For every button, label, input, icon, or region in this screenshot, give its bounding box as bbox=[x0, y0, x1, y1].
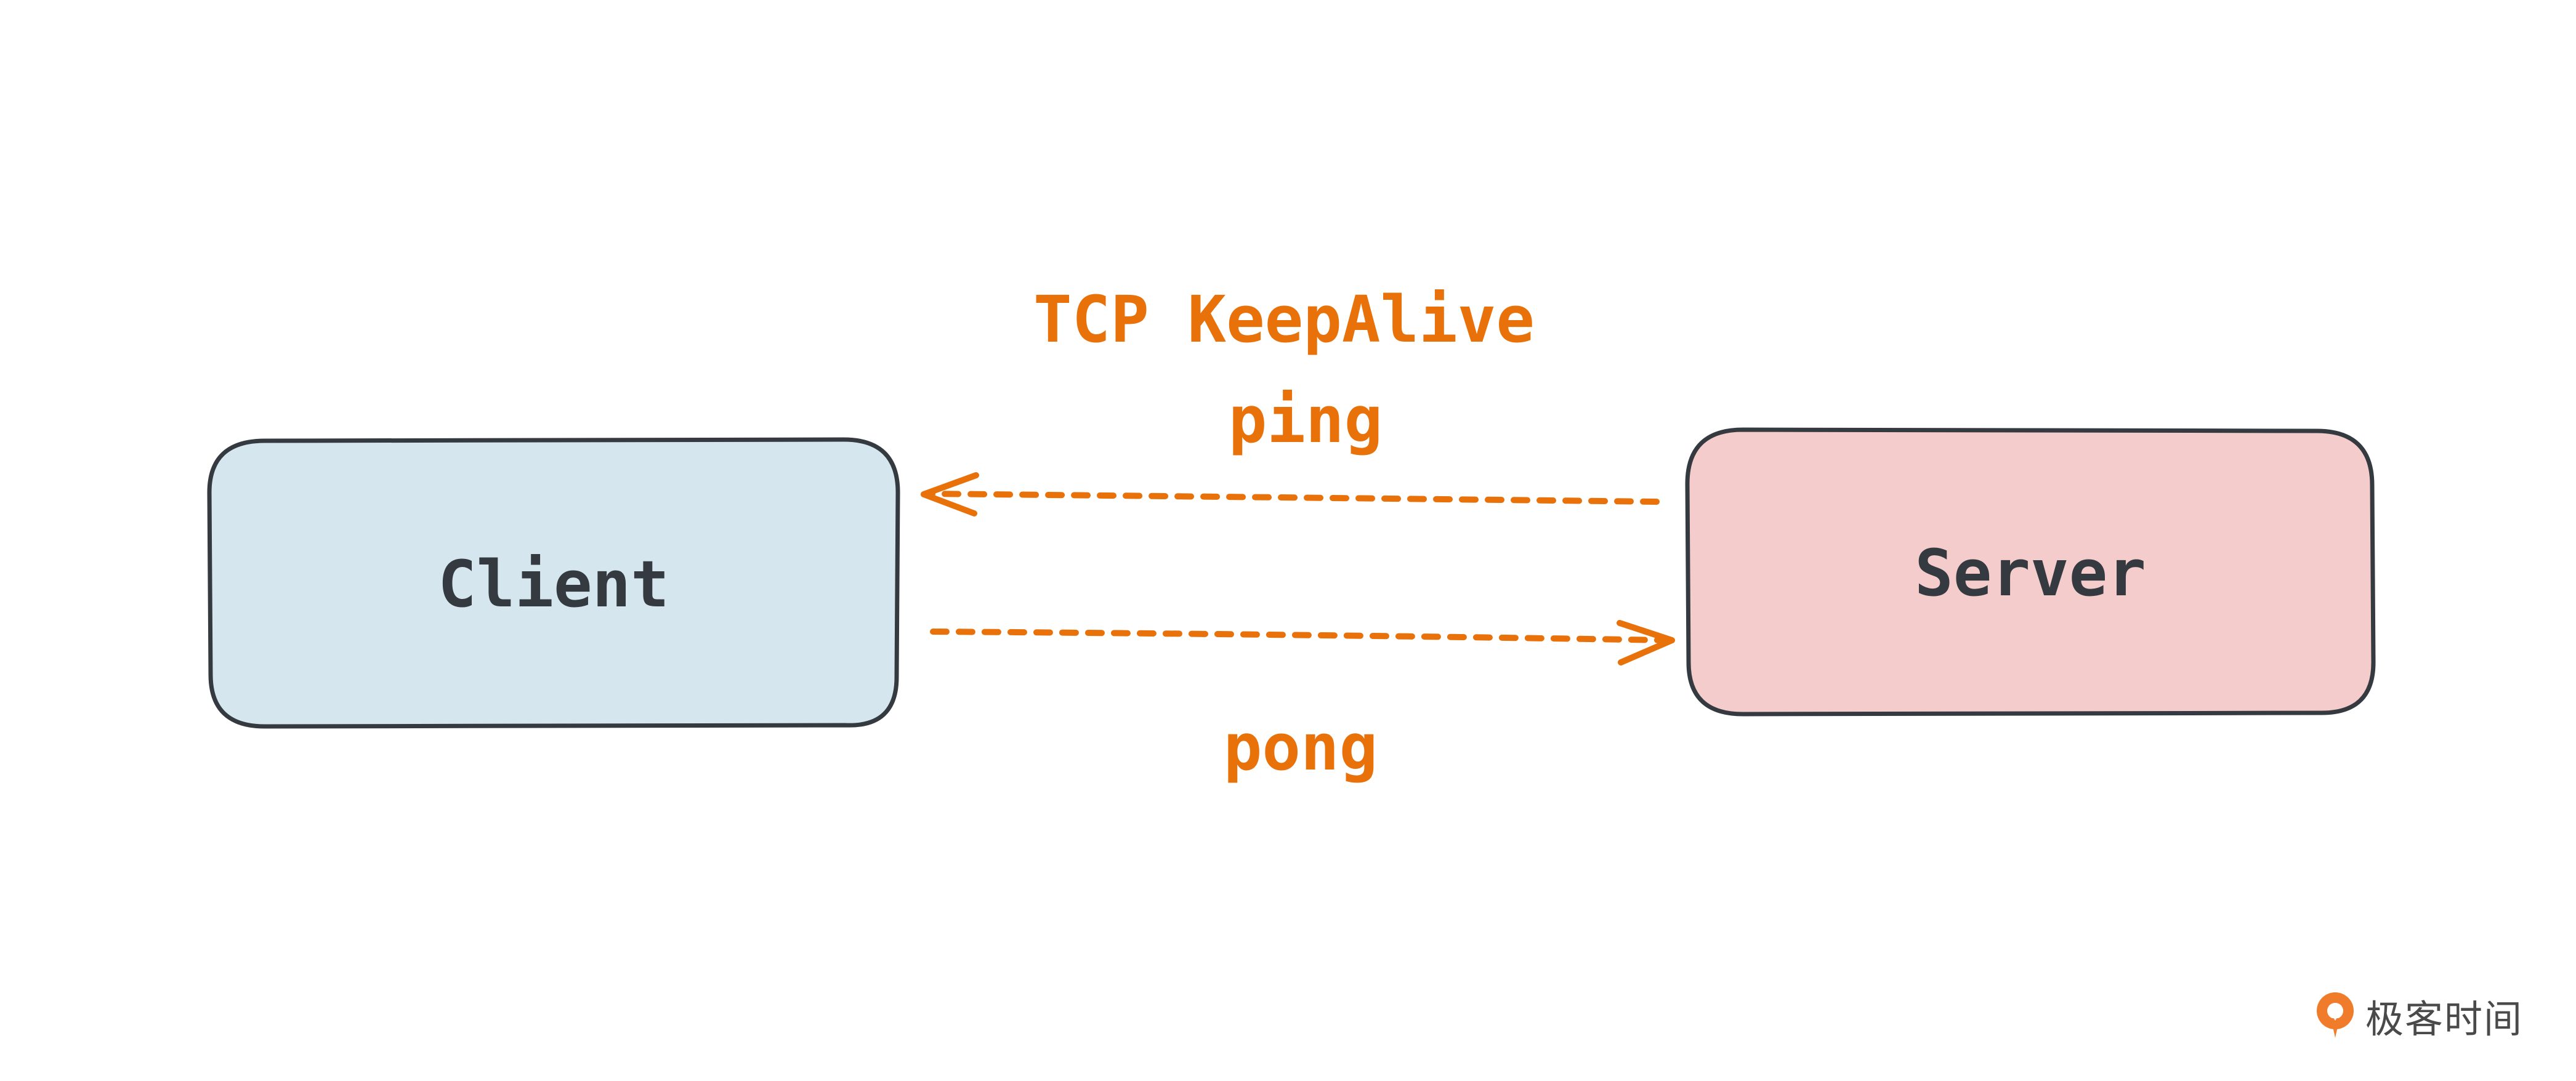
ping-edge-title: TCP KeepAlive bbox=[1033, 282, 1535, 357]
ping-edge: TCP KeepAlive ping bbox=[921, 282, 1660, 516]
watermark: 极客时间 bbox=[2312, 990, 2523, 1042]
server-node: Server bbox=[1685, 427, 2376, 717]
client-box bbox=[207, 437, 900, 729]
geektime-logo-icon bbox=[2317, 992, 2354, 1038]
pong-arrowhead bbox=[1617, 620, 1675, 665]
ping-arrowhead bbox=[921, 472, 979, 516]
pong-arrow-line bbox=[930, 629, 1669, 643]
client-label: Client bbox=[438, 547, 669, 622]
server-box bbox=[1685, 427, 2376, 717]
server-label: Server bbox=[1915, 536, 2146, 611]
ping-arrow-line bbox=[927, 491, 1660, 505]
pong-edge: pong bbox=[930, 620, 1675, 785]
pong-edge-label: pong bbox=[1224, 710, 1378, 785]
ping-edge-label: ping bbox=[1229, 382, 1383, 457]
watermark-text: 极客时间 bbox=[2365, 997, 2524, 1042]
client-node: Client bbox=[207, 437, 900, 729]
